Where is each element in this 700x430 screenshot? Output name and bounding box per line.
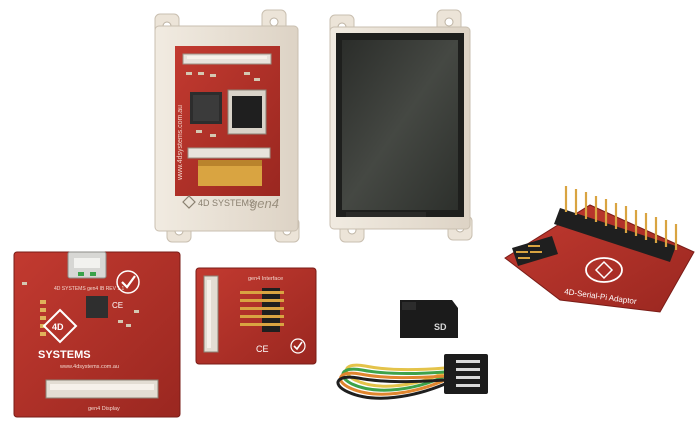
display-module-back: www.4dsystems.com.au 4D SYSTEMS gen4 xyxy=(154,9,300,243)
display-module-front xyxy=(329,9,473,243)
interface-pin-header xyxy=(240,288,284,332)
interface-ce-mark: CE xyxy=(256,344,269,354)
module-brand-text: 4D SYSTEMS xyxy=(198,198,255,208)
ib-url-text: www.4dsystems.com.au xyxy=(59,364,119,370)
ib-footer-text: gen4 Display xyxy=(88,406,120,412)
ib-chip xyxy=(86,296,108,318)
4d-logo-icon xyxy=(182,195,196,209)
gen4-ib-board: 4D SYSTEMS gen4 IB REV 1.1 CE 4D SYSTEMS… xyxy=(13,251,181,418)
adaptor-4d-logo-icon xyxy=(585,257,623,283)
bottom-fpc-connector xyxy=(187,147,271,159)
adaptor-small-header xyxy=(512,236,558,266)
ib-header-text: 4D SYSTEMS gen4 IB REV 1.1 xyxy=(54,286,125,292)
4d-systems-logo-icon: 4D xyxy=(42,308,78,344)
serial-pi-adaptor: 4D-Serial-Pi Adaptor xyxy=(504,186,695,313)
svg-text:4D: 4D xyxy=(52,322,64,332)
ib-brand-text: SYSTEMS xyxy=(38,349,91,361)
gen4-interface-board: gen4 Interface CE xyxy=(195,267,317,365)
ib-ce-mark: CE xyxy=(112,301,123,310)
microsd-card: SD xyxy=(400,300,458,338)
interface-header-text: gen4 Interface xyxy=(248,276,283,282)
sd-card-label: SD xyxy=(434,322,447,332)
adaptor-pin-header xyxy=(554,186,678,262)
interface-check-icon xyxy=(290,338,306,354)
module-url-text: www.4dsystems.com.au xyxy=(177,105,184,181)
lcd-screen xyxy=(342,40,458,210)
module-model-text: gen4 xyxy=(250,196,279,211)
rohs-check-icon xyxy=(116,270,140,294)
jumper-cable xyxy=(336,354,488,400)
